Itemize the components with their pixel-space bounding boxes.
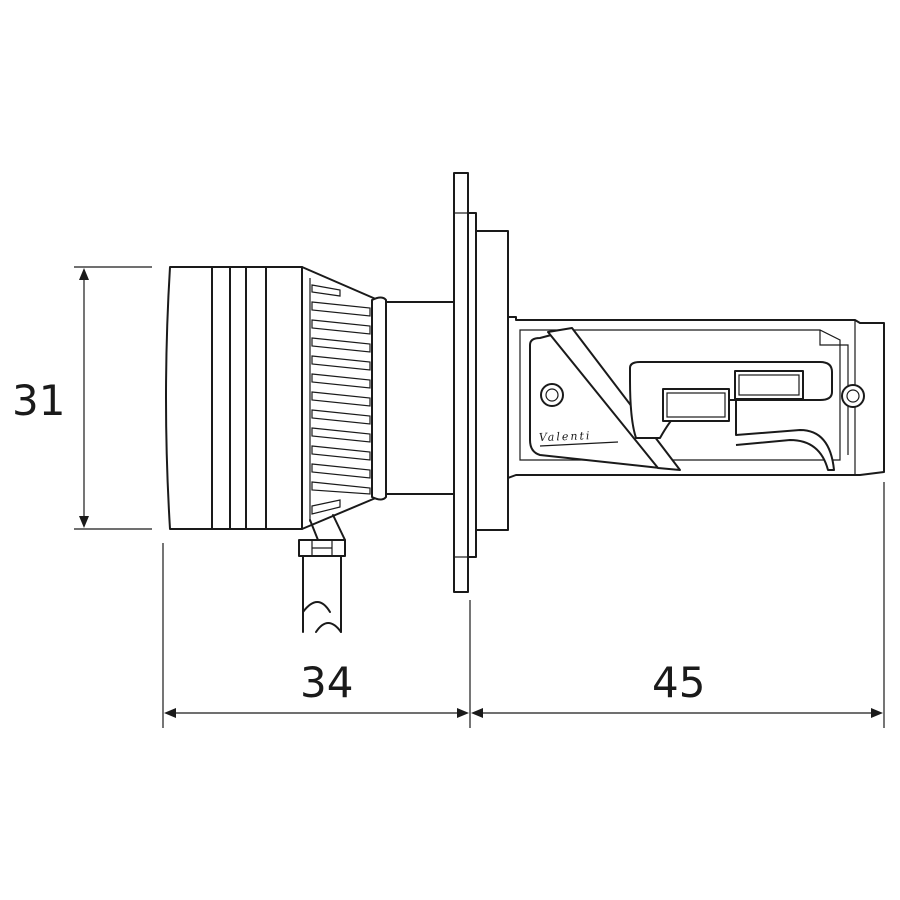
dimension-body-length: 45	[471, 482, 885, 728]
driver-body: Valenti	[507, 316, 885, 479]
body-length-dimension-label: 45	[652, 658, 705, 707]
mounting-flange	[453, 172, 509, 593]
cooling-fins	[301, 266, 387, 530]
brand-label: Valenti	[539, 429, 592, 444]
height-dimension-label: 31	[12, 376, 65, 425]
dimension-height: 31	[12, 266, 152, 530]
head-length-dimension-label: 34	[300, 658, 353, 707]
lens-head	[165, 266, 303, 530]
neck	[385, 301, 455, 495]
power-wire	[298, 514, 346, 633]
dimension-head-length: 34	[162, 543, 471, 728]
